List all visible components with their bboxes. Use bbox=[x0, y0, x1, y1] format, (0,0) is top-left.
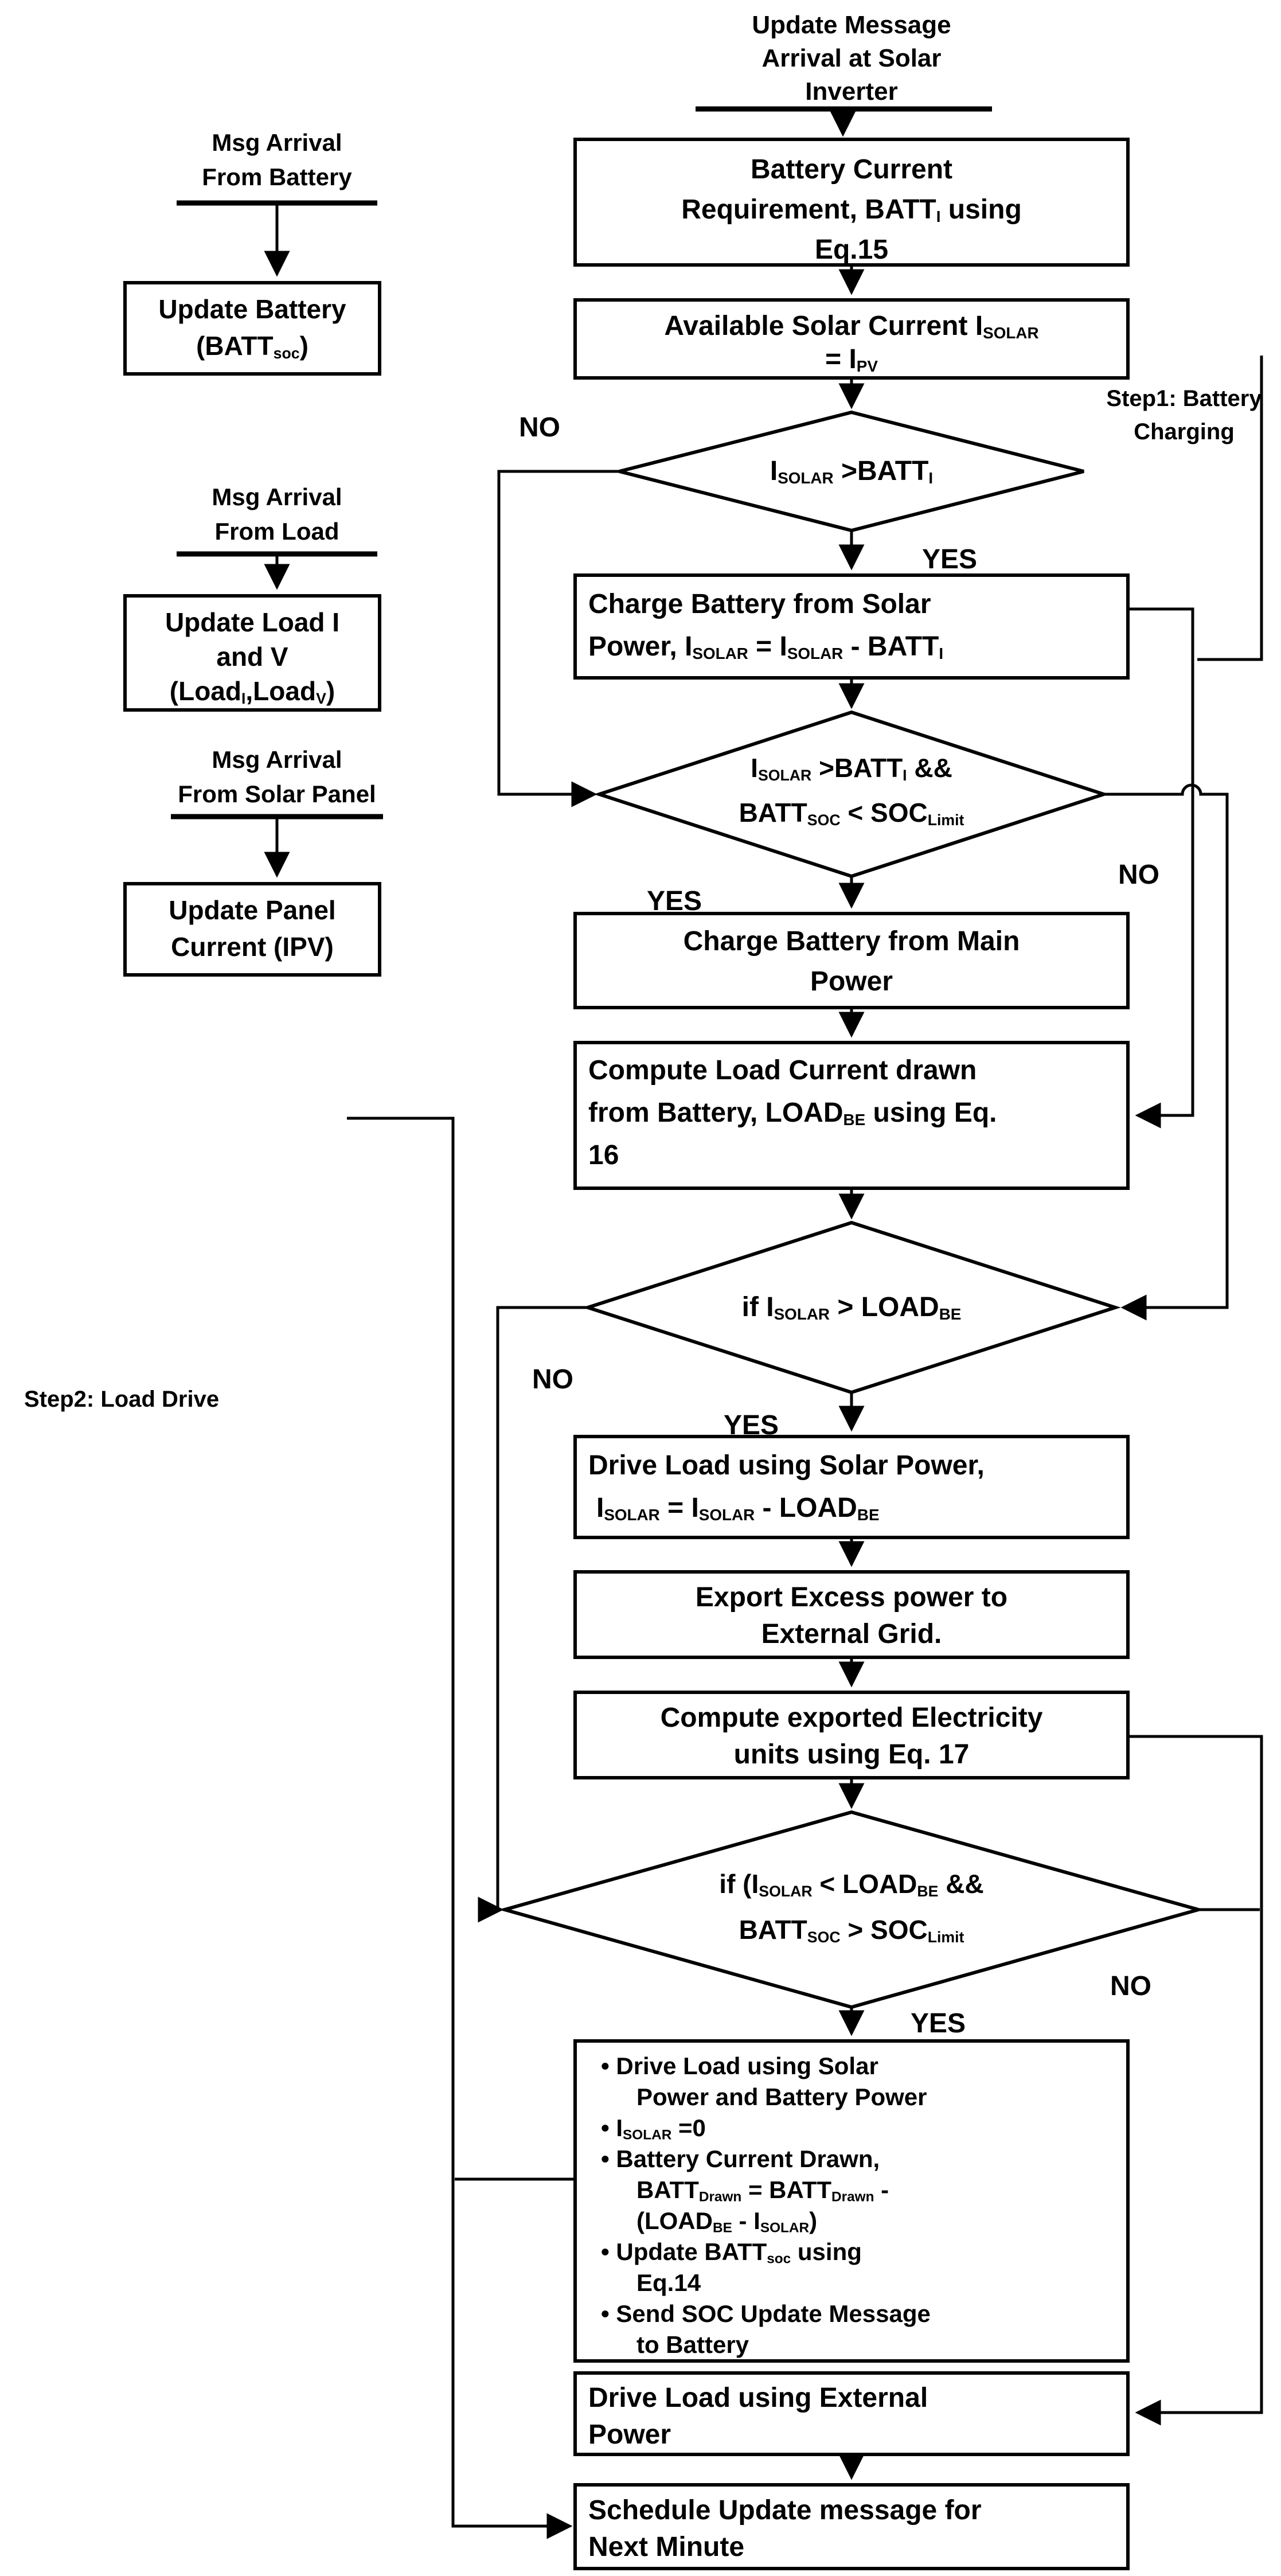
compute-load-text: Compute Load Current drawn bbox=[588, 1055, 977, 1086]
msg-solar-label: Msg Arrival bbox=[212, 746, 342, 773]
d4-no-label: NO bbox=[1110, 1971, 1151, 2001]
compute-load-text: from Battery, LOADBE using Eq. bbox=[588, 1098, 997, 1129]
process-box-charge-main bbox=[573, 912, 1130, 1009]
drive-battery-bullet: (LOADBE - ISOLAR) bbox=[636, 2207, 818, 2236]
msg-battery-label: Msg Arrival bbox=[212, 129, 342, 156]
drive-battery-bullet: • Send SOC Update Message bbox=[601, 2300, 931, 2327]
step2-label: Step2: Load Drive bbox=[24, 1387, 220, 1412]
process-box-available-solar bbox=[573, 298, 1130, 380]
process-box-update-load bbox=[123, 594, 381, 712]
d1-no-label: NO bbox=[519, 412, 560, 443]
process-box-compute-load bbox=[573, 1041, 1130, 1190]
d3-yes-label: YES bbox=[724, 1410, 779, 1441]
compute-exported-text: units using Eq. 17 bbox=[733, 1739, 970, 1770]
charge-main-text: Power bbox=[810, 966, 893, 997]
d1-yes-label: YES bbox=[922, 544, 978, 575]
drive-battery-bullet: • Drive Load using Solar bbox=[601, 2052, 878, 2079]
process-box-battery-requirement bbox=[573, 138, 1130, 267]
charge-solar-text: Power, ISOLAR = ISOLAR - BATTI bbox=[588, 631, 944, 663]
charge-solar-text: Charge Battery from Solar bbox=[588, 589, 931, 619]
msg-solar-label: From Solar Panel bbox=[178, 780, 376, 807]
drive-solar-text: ISOLAR = ISOLAR - LOADBE bbox=[596, 1493, 880, 1524]
drive-external-text: Drive Load using External bbox=[588, 2383, 928, 2413]
process-box-update-battery bbox=[123, 281, 381, 376]
compute-load-text: 16 bbox=[588, 1140, 619, 1170]
header-line: Inverter bbox=[805, 77, 898, 106]
available-solar-text: Available Solar Current ISOLAR bbox=[664, 311, 1039, 342]
update-panel-text: Current (IPV) bbox=[171, 932, 334, 962]
d3-text: if ISOLAR > LOADBE bbox=[741, 1292, 962, 1324]
d3-no-label: NO bbox=[532, 1364, 573, 1395]
drive-battery-bullet: BATTDrawn = BATTDrawn - bbox=[636, 2176, 889, 2205]
d2-text: BATTSOC < SOCLimit bbox=[739, 798, 964, 829]
update-panel-text: Update Panel bbox=[169, 895, 336, 925]
battery-requirement-text: Battery Current bbox=[750, 154, 953, 185]
d4-yes-label: YES bbox=[911, 2008, 966, 2039]
process-box-schedule bbox=[573, 2483, 1130, 2570]
d1-text: ISOLAR >BATTI bbox=[770, 456, 934, 487]
drive-solar-text: Drive Load using Solar Power, bbox=[588, 1450, 985, 1481]
schedule-text: Next Minute bbox=[588, 2532, 745, 2562]
process-box-export-excess bbox=[573, 1570, 1130, 1659]
header-line: Arrival at Solar bbox=[761, 44, 942, 72]
drive-battery-bullet: to Battery bbox=[636, 2331, 749, 2358]
export-excess-text: External Grid. bbox=[761, 1619, 942, 1649]
process-box-compute-exported bbox=[573, 1691, 1130, 1779]
update-battery-text: (BATTsoc) bbox=[196, 331, 308, 362]
schedule-text: Schedule Update message for bbox=[588, 2495, 982, 2526]
drive-battery-bullet: • ISOLAR =0 bbox=[601, 2114, 706, 2143]
msg-load-label: From Load bbox=[214, 518, 339, 545]
export-excess-text: Export Excess power to bbox=[695, 1582, 1008, 1613]
update-load-text: Update Load I bbox=[165, 607, 340, 637]
d2-no-label: NO bbox=[1118, 860, 1159, 890]
header-line: Update Message bbox=[752, 11, 951, 39]
msg-battery-label: From Battery bbox=[202, 163, 352, 190]
update-battery-text: Update Battery bbox=[158, 294, 346, 324]
d4-text: BATTSOC > SOCLimit bbox=[739, 1915, 964, 1946]
d4-text: if (ISOLAR < LOADBE && bbox=[719, 1869, 984, 1900]
d2-text: ISOLAR >BATTI && bbox=[751, 753, 952, 784]
update-load-text: and V bbox=[216, 642, 288, 672]
decision-d4-battery-drive bbox=[498, 1810, 1205, 2009]
process-box-charge-solar bbox=[573, 573, 1130, 680]
charge-main-text: Charge Battery from Main bbox=[683, 926, 1020, 957]
drive-battery-bullet: • Update BATTsoc using bbox=[601, 2238, 862, 2267]
drive-external-text: Power bbox=[588, 2419, 671, 2450]
drive-battery-bullet: Power and Battery Power bbox=[636, 2083, 927, 2110]
decision-d2-soc-limit bbox=[593, 710, 1110, 879]
drive-battery-bullet: • Battery Current Drawn, bbox=[601, 2145, 880, 2172]
process-box-drive-external bbox=[573, 2371, 1130, 2456]
available-solar-text: = IPV bbox=[825, 344, 878, 376]
update-load-text: (LoadI,LoadV) bbox=[169, 676, 335, 707]
connector-step2-loop-to-schedule bbox=[347, 1117, 573, 2539]
process-box-drive-battery bbox=[573, 2039, 1130, 2363]
step1-label: Step1: Battery bbox=[1106, 386, 1262, 411]
process-box-update-panel bbox=[123, 882, 381, 977]
battery-requirement-text: Eq.15 bbox=[814, 235, 889, 265]
compute-exported-text: Compute exported Electricity bbox=[660, 1703, 1043, 1733]
battery-requirement-text: Requirement, BATTI using bbox=[681, 194, 1022, 226]
msg-load-label: Msg Arrival bbox=[212, 483, 342, 510]
step1-label: Charging bbox=[1134, 419, 1235, 444]
drive-battery-bullet: Eq.14 bbox=[636, 2269, 701, 2296]
d2-yes-label: YES bbox=[647, 886, 702, 916]
